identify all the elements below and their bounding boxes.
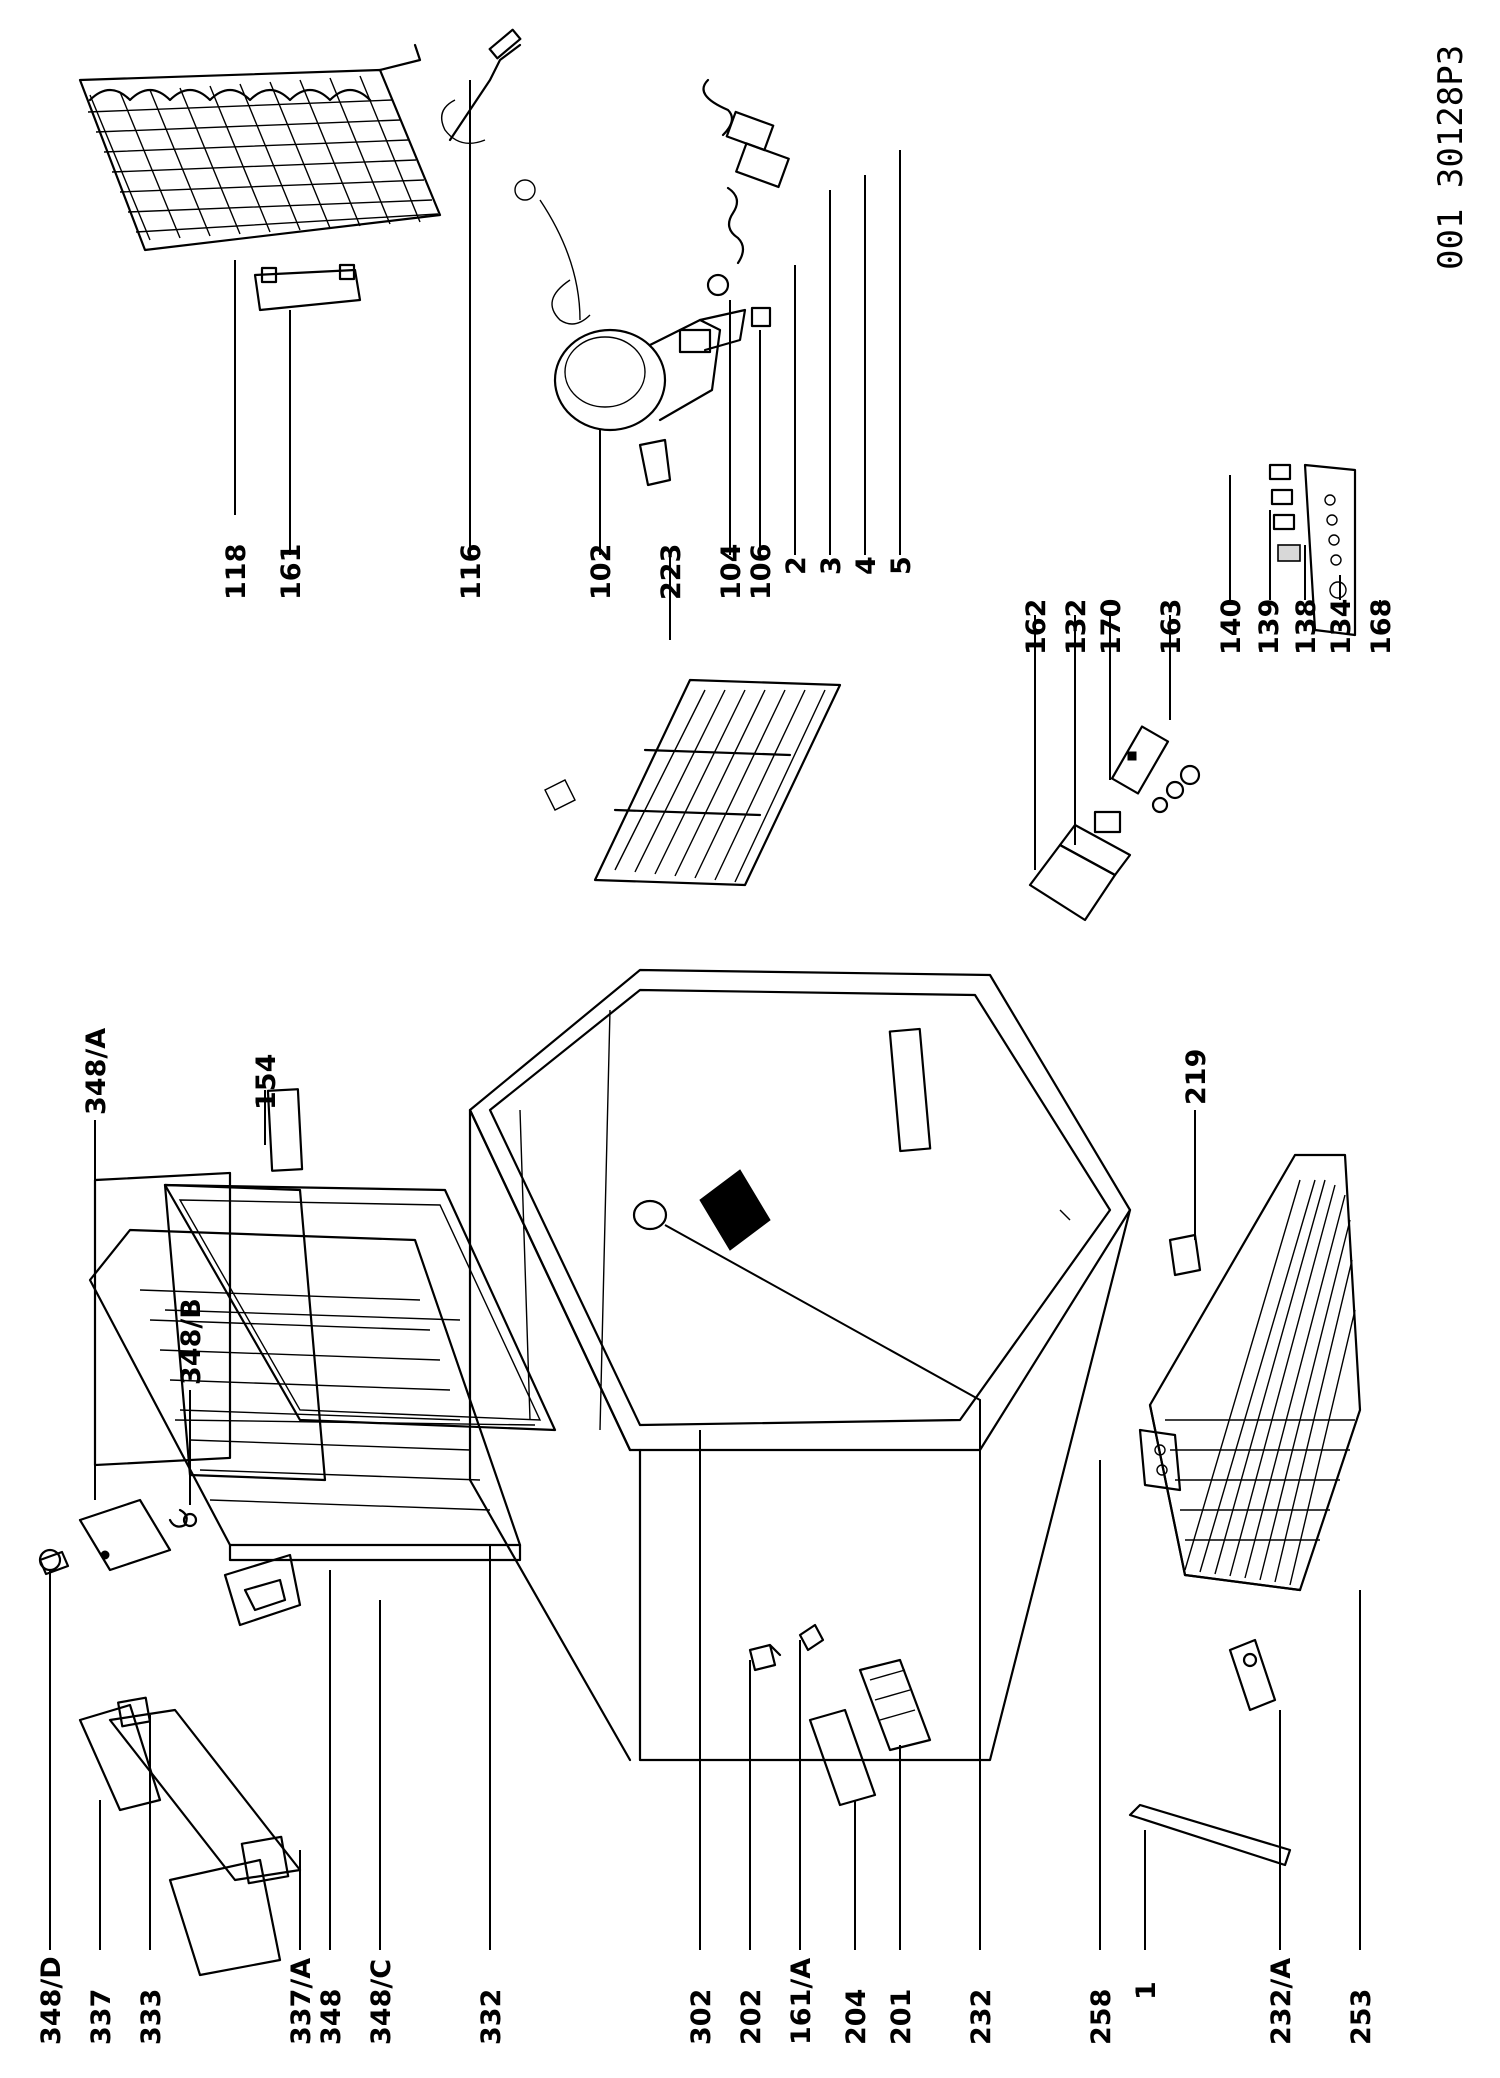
control-panel-icon bbox=[1268, 463, 1357, 637]
label-337: 337 bbox=[86, 1989, 117, 2045]
label-3: 3 bbox=[816, 556, 847, 575]
label-348: 348 bbox=[316, 1989, 347, 2045]
label-232: 232 bbox=[966, 1989, 997, 2045]
label-118: 118 bbox=[221, 544, 252, 600]
label-161a: 161/A bbox=[786, 1958, 817, 2045]
thermostat-box-icon bbox=[1028, 725, 1201, 922]
drier-tube-icon bbox=[441, 28, 581, 321]
label-348c: 348/C bbox=[366, 1959, 397, 2045]
label-5: 5 bbox=[886, 556, 917, 575]
grille-panel-icon bbox=[544, 678, 842, 887]
label-232a: 232/A bbox=[1266, 1958, 1297, 2045]
label-4: 4 bbox=[851, 556, 882, 575]
label-348a: 348/A bbox=[81, 1028, 112, 1115]
label-302: 302 bbox=[686, 1989, 717, 2045]
label-102: 102 bbox=[586, 544, 617, 600]
condenser-coil-icon bbox=[78, 43, 442, 252]
bracket-icon bbox=[253, 263, 362, 312]
part-labels: 118 161 116 102 223 104 106 2 3 4 5 162 … bbox=[36, 45, 1471, 2045]
freezer-lid-icon bbox=[88, 1088, 557, 1562]
label-154: 154 bbox=[251, 1054, 282, 1110]
hinge-assembly-icon bbox=[38, 1498, 302, 1977]
wire-basket-icon bbox=[1148, 1153, 1362, 1592]
label-170: 170 bbox=[1096, 599, 1127, 655]
label-337a: 337/A bbox=[286, 1958, 317, 2045]
label-223: 223 bbox=[656, 544, 687, 600]
label-204: 204 bbox=[841, 1989, 872, 2045]
label-104: 104 bbox=[716, 544, 747, 600]
label-1: 1 bbox=[1131, 1981, 1162, 2000]
label-161: 161 bbox=[276, 544, 307, 600]
latch-parts-icon bbox=[748, 1623, 932, 1807]
label-201: 201 bbox=[886, 1989, 917, 2045]
leader-lines bbox=[49, 80, 1381, 1950]
label-116: 116 bbox=[456, 544, 487, 600]
label-134: 134 bbox=[1326, 599, 1357, 655]
label-253: 253 bbox=[1346, 1989, 1377, 2045]
label-138: 138 bbox=[1291, 599, 1322, 655]
clips-icon bbox=[1128, 1233, 1292, 1867]
label-332: 332 bbox=[476, 1989, 507, 2045]
compressor-icon bbox=[551, 279, 747, 487]
freezer-cabinet-icon bbox=[468, 968, 1132, 1762]
label-139: 139 bbox=[1254, 599, 1285, 655]
label-258: 258 bbox=[1086, 1989, 1117, 2045]
label-348b: 348/B bbox=[176, 1298, 207, 1385]
label-162: 162 bbox=[1021, 599, 1052, 655]
label-163: 163 bbox=[1156, 599, 1187, 655]
drawing-code: 001 30128P3 bbox=[1431, 45, 1471, 270]
label-2: 2 bbox=[781, 556, 812, 575]
label-202: 202 bbox=[736, 1989, 767, 2045]
label-219: 219 bbox=[1181, 1049, 1212, 1105]
label-333: 333 bbox=[136, 1989, 167, 2045]
label-348d: 348/D bbox=[36, 1956, 67, 2045]
small-parts-icon bbox=[702, 78, 790, 328]
label-140: 140 bbox=[1216, 599, 1247, 655]
label-106: 106 bbox=[746, 544, 777, 600]
label-168: 168 bbox=[1366, 599, 1397, 655]
label-132: 132 bbox=[1061, 599, 1092, 655]
